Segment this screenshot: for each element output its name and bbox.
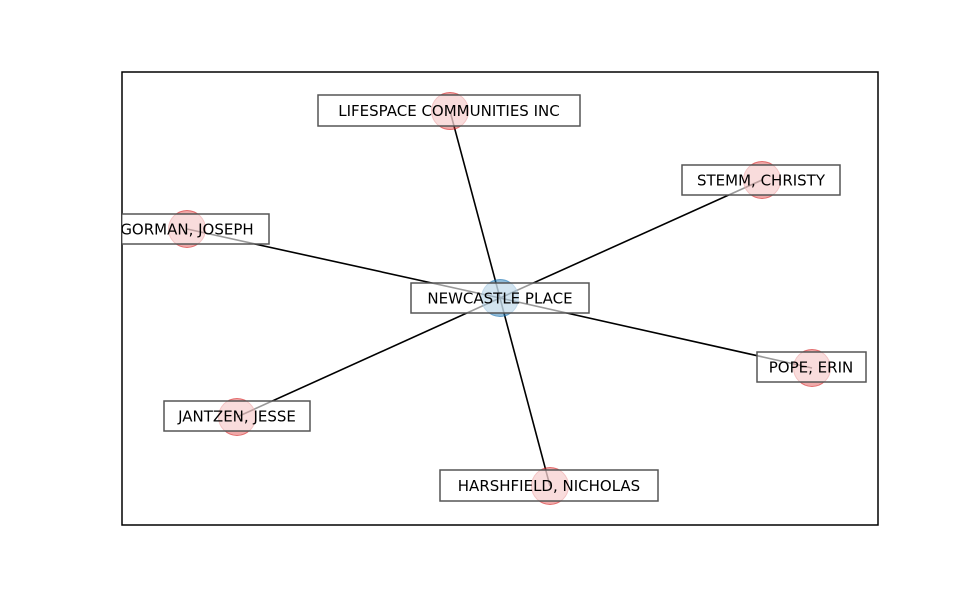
- node-label-pope: POPE, ERIN: [756, 351, 867, 383]
- svg-text:HARSHFIELD, NICHOLAS: HARSHFIELD, NICHOLAS: [458, 477, 640, 495]
- svg-text:GORMAN, JOSEPH: GORMAN, JOSEPH: [120, 221, 253, 239]
- edge-harshfield: [499, 297, 551, 487]
- edge-jantzen: [236, 297, 501, 418]
- node-label-gorman: GORMAN, JOSEPH: [120, 213, 270, 245]
- node-label-center: NEWCASTLE PLACE: [410, 282, 590, 314]
- node-label-stemm: STEMM, CHRISTY: [681, 164, 841, 196]
- edge-lifespace: [449, 110, 501, 299]
- svg-text:POPE, ERIN: POPE, ERIN: [769, 359, 853, 377]
- svg-text:STEMM, CHRISTY: STEMM, CHRISTY: [697, 172, 826, 190]
- svg-text:JANTZEN, JESSE: JANTZEN, JESSE: [177, 408, 296, 426]
- edge-stemm: [499, 179, 763, 299]
- node-label-jantzen: JANTZEN, JESSE: [163, 400, 311, 432]
- svg-text:LIFESPACE COMMUNITIES INC: LIFESPACE COMMUNITIES INC: [338, 102, 559, 120]
- node-label-lifespace: LIFESPACE COMMUNITIES INC: [317, 94, 581, 127]
- node-label-harshfield: HARSHFIELD, NICHOLAS: [439, 469, 659, 502]
- svg-text:NEWCASTLE PLACE: NEWCASTLE PLACE: [427, 290, 572, 308]
